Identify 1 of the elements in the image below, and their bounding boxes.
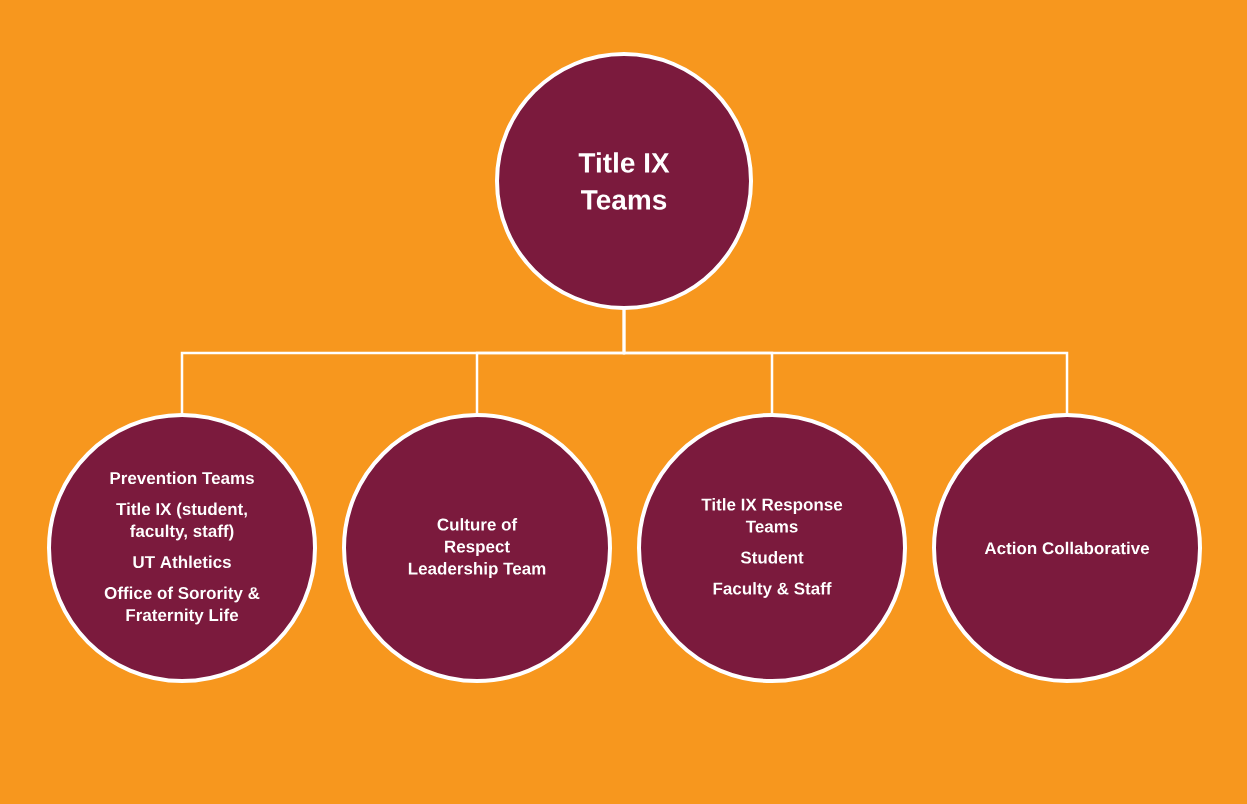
- connector-line: [622, 308, 1069, 415]
